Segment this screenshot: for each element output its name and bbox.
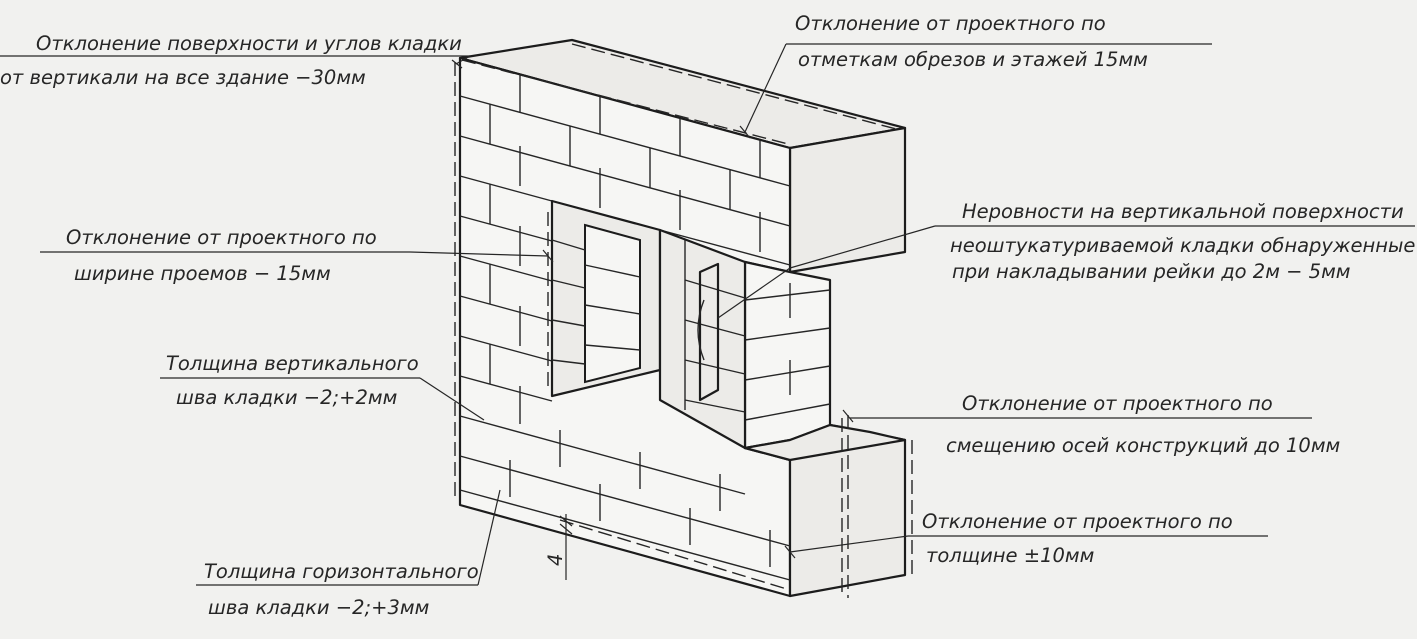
wall-lower-top-face bbox=[743, 423, 907, 462]
brick-courses bbox=[459, 74, 831, 581]
reveal-courses bbox=[551, 239, 746, 413]
label-axis-offset-line1: Отклонение от проектного по bbox=[962, 392, 1273, 415]
label-vertical-joint-line1: Толщина вертикального bbox=[166, 352, 419, 375]
label-elevation-deviation-line2: отметкам обрезов и этажей 15мм bbox=[798, 48, 1148, 71]
label-unevenness-line1: Неровности на вертикальной поверхности bbox=[962, 200, 1404, 223]
label-vertical-joint-line2: шва кладки −2;+2мм bbox=[176, 386, 397, 409]
label-elevation-deviation-line1: Отклонение от проектного по bbox=[795, 12, 1106, 35]
window-opening-back bbox=[584, 223, 641, 384]
label-horizontal-joint-line2: шва кладки −2;+3мм bbox=[208, 596, 429, 619]
label-opening-width-line1: Отклонение от проектного по bbox=[66, 226, 377, 249]
label-thickness-line2: толщине ±10мм bbox=[926, 544, 1094, 567]
label-horizontal-joint-line1: Толщина горизонтального bbox=[204, 560, 479, 583]
surface-bulge bbox=[697, 299, 705, 361]
label-unevenness-line3: при накладывании рейки до 2м − 5мм bbox=[952, 260, 1351, 283]
tolerance-dash-lines bbox=[454, 43, 913, 598]
dimension-marker: 4 bbox=[544, 554, 567, 566]
label-surface-deviation-line1: Отклонение поверхности и углов кладки bbox=[36, 32, 462, 55]
leader-lines bbox=[0, 43, 1415, 586]
label-surface-deviation-line2: от вертикали на все здание −30мм bbox=[0, 66, 366, 89]
brick-wall bbox=[458, 38, 907, 598]
label-opening-width-line2: ширине проемов − 15мм bbox=[74, 262, 331, 285]
wall-upper-side-face bbox=[788, 126, 907, 274]
label-axis-offset-line2: смещению осей конструкций до 10мм bbox=[946, 434, 1340, 457]
label-unevenness-line2: неоштукатуриваемой кладки обнаруженные bbox=[950, 234, 1415, 257]
label-thickness-line1: Отклонение от проектного по bbox=[922, 510, 1233, 533]
window-opening-right-reveal bbox=[658, 228, 747, 450]
leveling-rail bbox=[698, 262, 720, 402]
